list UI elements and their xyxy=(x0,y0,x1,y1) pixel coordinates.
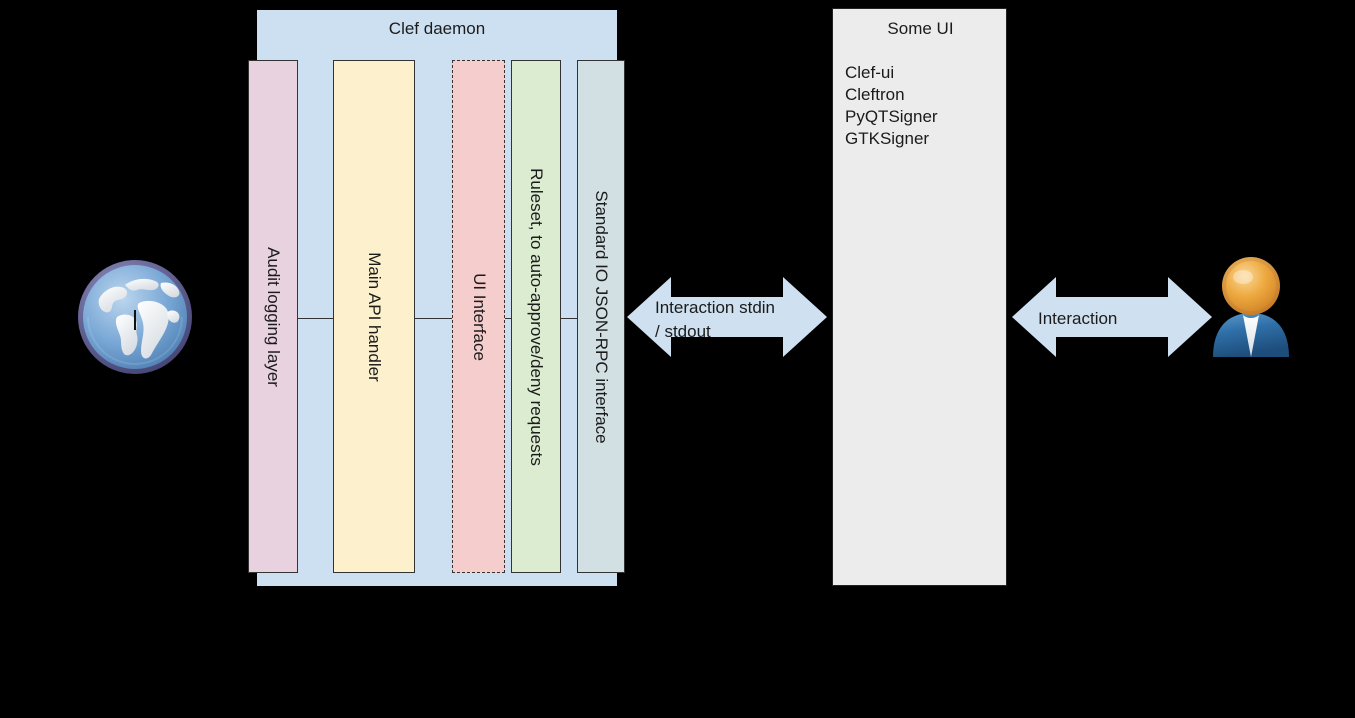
block-main-api-handler[interactable]: Main API handler xyxy=(333,60,415,573)
some-ui-list: Clef-ui Cleftron PyQTSigner GTKSigner xyxy=(845,62,938,150)
block-ui-interface-label: UI Interface xyxy=(469,272,489,361)
block-standard-io-jsonrpc[interactable]: Standard IO JSON-RPC interface xyxy=(577,60,625,573)
user-icon xyxy=(1205,253,1297,359)
list-item[interactable]: GTKSigner xyxy=(845,129,930,148)
connector-line xyxy=(505,318,511,319)
clef-daemon-container xyxy=(257,10,617,586)
block-main-api-handler-label: Main API handler xyxy=(365,251,384,382)
block-ruleset[interactable]: Ruleset, to auto-approve/deny requests xyxy=(511,60,561,573)
connector-line xyxy=(415,318,452,319)
block-ruleset-label: Ruleset, to auto-approve/deny requests xyxy=(527,167,546,466)
list-item[interactable]: Cleftron xyxy=(845,85,905,104)
globe-icon xyxy=(73,255,197,379)
some-ui-title: Some UI xyxy=(887,19,954,38)
clef-daemon-title: Clef daemon xyxy=(388,19,486,38)
stdio-arrow-label: Interaction stdin / stdout xyxy=(655,298,776,341)
user-arrow-label: Interaction xyxy=(1038,309,1118,328)
list-item[interactable]: PyQTSigner xyxy=(845,107,938,126)
some-ui-container: Some UI Clef-ui Cleftron PyQTSigner GTKS… xyxy=(832,8,1007,586)
list-item[interactable]: Clef-ui xyxy=(845,63,895,82)
block-standard-io-jsonrpc-label: Standard IO JSON-RPC interface xyxy=(592,189,611,444)
block-ui-interface[interactable]: UI Interface xyxy=(452,60,505,573)
block-audit-logging-layer[interactable]: Audit logging layer xyxy=(248,60,298,573)
block-audit-logging-layer-label: Audit logging layer xyxy=(264,246,283,387)
connector-line xyxy=(298,318,333,319)
connector-line xyxy=(561,318,577,319)
